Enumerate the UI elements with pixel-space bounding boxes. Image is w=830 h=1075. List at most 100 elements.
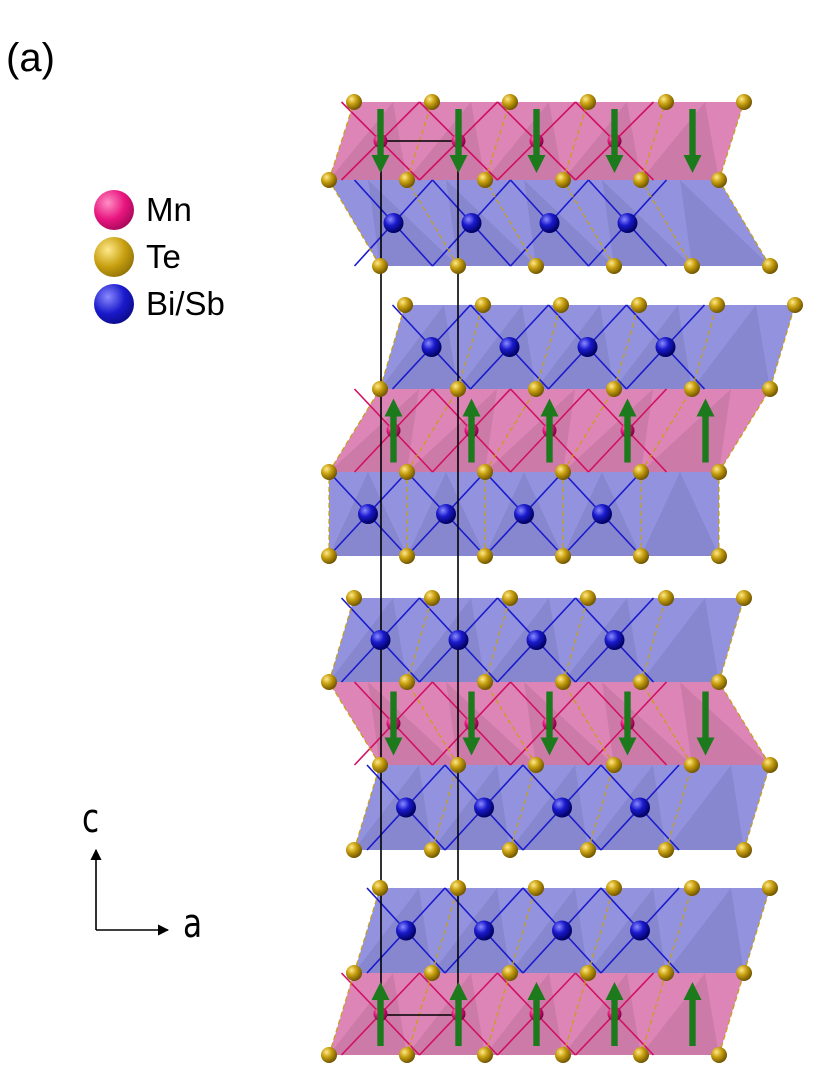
mn-atom-icon [94, 189, 134, 230]
te-atom [528, 381, 544, 397]
bisb-atom [552, 920, 572, 941]
polyhedron-facet [692, 305, 770, 389]
polyhedron-facet [432, 888, 510, 973]
te-atom [502, 965, 518, 981]
te-atom [372, 381, 388, 397]
te-atom [502, 842, 518, 858]
legend-label-te: Te [146, 237, 181, 275]
metal-te-bond [340, 972, 382, 1015]
te-atom [450, 757, 466, 773]
te-atom [633, 464, 649, 480]
te-atom [633, 674, 649, 690]
te-atom [658, 965, 674, 981]
metal-te-bond [470, 388, 512, 432]
te-te-bond [587, 887, 615, 974]
metal-te-bond [340, 140, 382, 181]
te-atom [477, 1047, 493, 1063]
te-atom [555, 464, 571, 480]
polyhedra-layers [329, 102, 795, 1055]
te-atom [658, 842, 674, 858]
polyhedron-facet [485, 598, 563, 682]
te-atom [762, 381, 778, 397]
polyhedron-facet [602, 180, 692, 266]
arrow-shaft [390, 416, 397, 463]
polyhedron-facet [614, 305, 692, 389]
legend-label-bisb: Bi/Sb [146, 284, 225, 322]
spin-up-arrow [527, 982, 546, 1046]
bisb-atom [436, 504, 456, 524]
polyhedron-facet [407, 598, 485, 682]
metal-te-bond [418, 101, 460, 142]
metal-te-bond [613, 972, 655, 1015]
arrow-shaft [377, 109, 384, 155]
spin-up-arrow [371, 982, 390, 1046]
te-atom [399, 464, 415, 480]
te-atom [502, 590, 518, 606]
legend-item-bisb: Bi/Sb [94, 280, 225, 327]
arrow-head [683, 155, 702, 173]
metal-te-bond [392, 722, 434, 766]
polyhedron-facet [536, 305, 614, 389]
te-atom [321, 674, 337, 690]
polyhedron-facet [666, 888, 744, 973]
te-atom [477, 548, 493, 564]
te-atom [502, 94, 518, 110]
te-atom [450, 381, 466, 397]
te-te-bond [431, 764, 459, 851]
metal-te-bond [457, 972, 499, 1015]
te-te-bond [484, 681, 537, 766]
polyhedron-facet [563, 102, 641, 180]
te-te-bond [328, 179, 381, 267]
arrow-shaft [455, 1000, 462, 1046]
metal-te-bond [613, 1013, 655, 1056]
te-te-bond [328, 972, 355, 1056]
te-te-bond [457, 304, 484, 390]
te-te-bond [562, 681, 615, 766]
metal-te-bond [574, 140, 616, 181]
te-te-bond [406, 597, 433, 683]
te-te-bond [718, 101, 745, 181]
arrow-shaft [546, 416, 553, 463]
polyhedron-facet [368, 180, 458, 266]
arrow-head [683, 982, 702, 1000]
arrow-shaft [533, 109, 540, 155]
spin-down-arrow [540, 691, 559, 756]
te-atom [397, 297, 413, 313]
metal-te-bond [574, 101, 616, 142]
metal-te-bond [613, 140, 655, 181]
spin-up-arrow [696, 398, 715, 463]
te-te-bond [587, 764, 615, 851]
te-te-bond [406, 681, 459, 766]
polyhedron-facet [680, 180, 770, 266]
arrow-shaft [377, 1000, 384, 1046]
te-te-bond [562, 597, 589, 683]
te-te-bond [769, 304, 796, 390]
metal-te-bond [574, 1013, 616, 1056]
metal-te-bond [392, 388, 434, 432]
metal-te-bond [353, 429, 395, 473]
te-atom [424, 590, 440, 606]
a-axis-label: a [183, 901, 203, 947]
metal-te-bond [470, 722, 512, 766]
te-te-bond [640, 681, 693, 766]
metal-te-bond [470, 429, 512, 473]
polyhedron-facet [641, 102, 719, 180]
arrow-shaft [689, 1000, 696, 1046]
te-atom [711, 548, 727, 564]
te-atom [450, 880, 466, 896]
metal-te-bond [626, 722, 668, 766]
te-te-bond [665, 764, 693, 851]
metal-te-bond [457, 1013, 499, 1056]
te-atom [633, 172, 649, 188]
metal-te-bond [418, 1013, 460, 1056]
te-atom [684, 757, 700, 773]
te-atom [736, 590, 752, 606]
bisb-atom-icon [94, 283, 134, 324]
bisb-atom [474, 797, 494, 818]
te-atom [321, 548, 337, 564]
te-atom [555, 674, 571, 690]
arrow-shaft [624, 691, 631, 738]
te-te-bond [353, 887, 381, 974]
bisb-atom [630, 920, 650, 941]
te-te-bond [406, 972, 433, 1056]
